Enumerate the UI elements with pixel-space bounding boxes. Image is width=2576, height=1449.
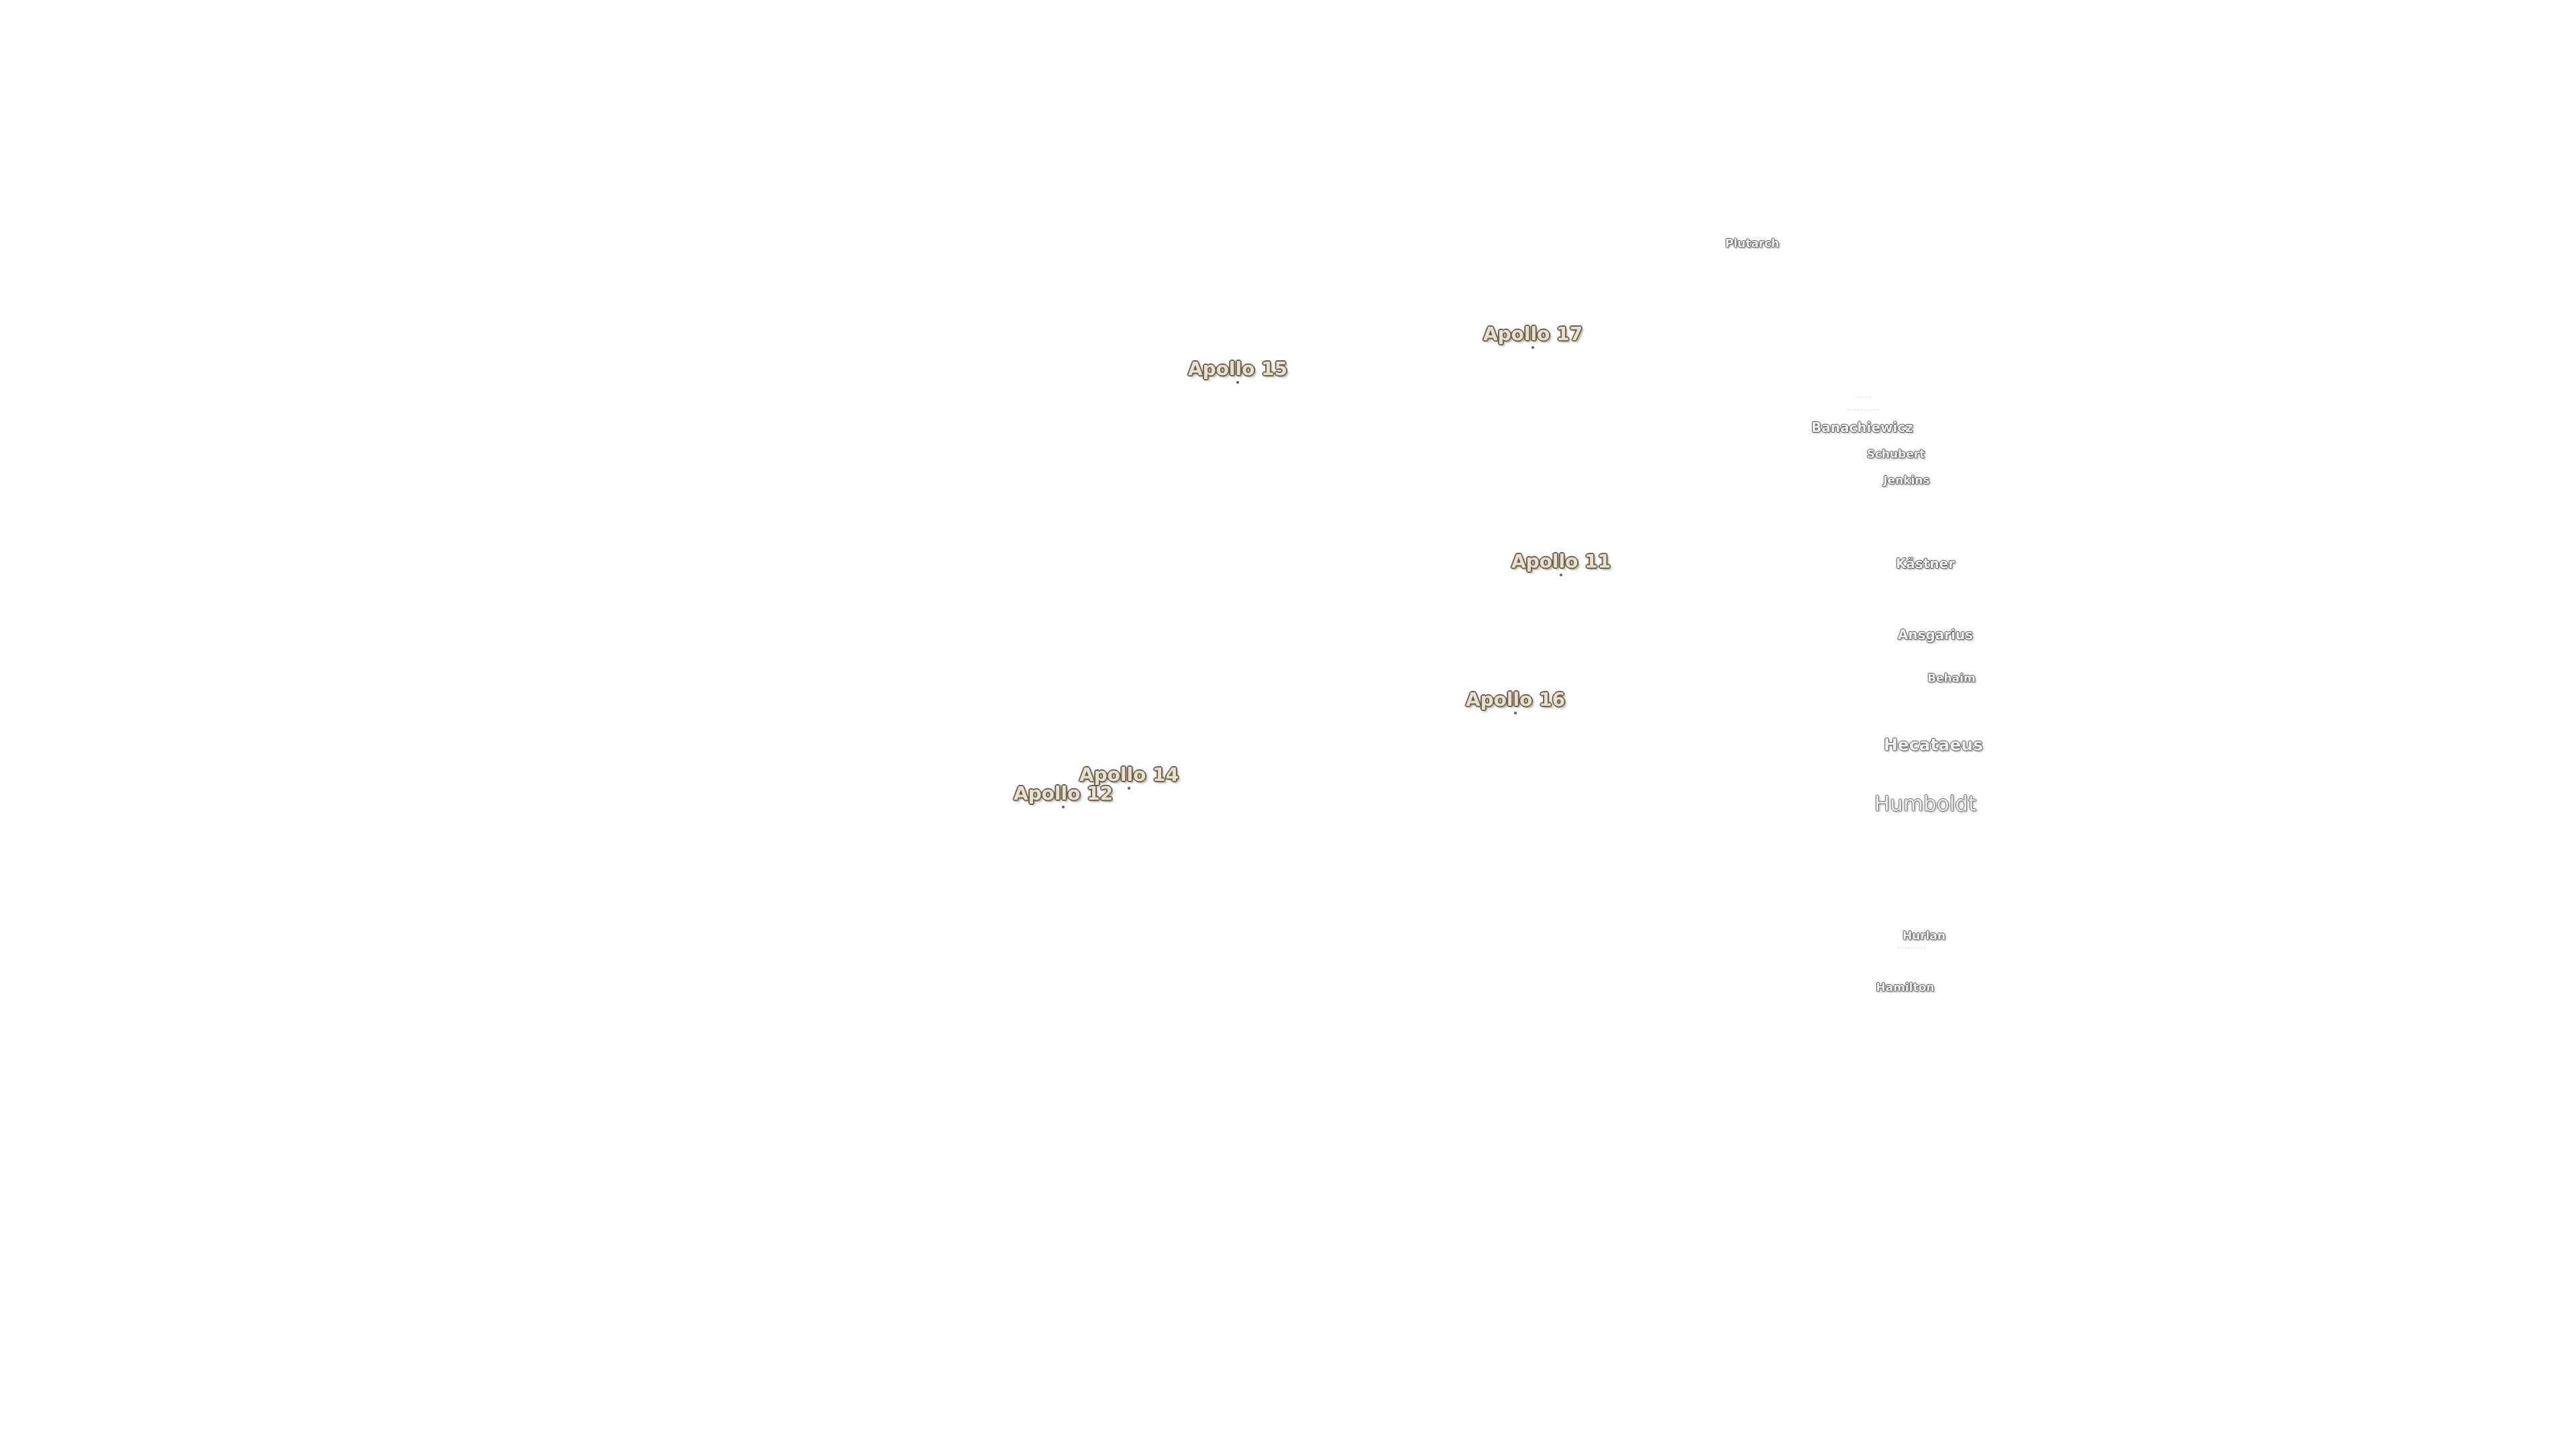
crater-label-jenkins[interactable]: Jenkins	[1883, 474, 1930, 488]
faint-label-1: ·····	[1856, 391, 1872, 404]
apollo-14-marker[interactable]	[1128, 787, 1130, 790]
apollo-11-label[interactable]: Apollo 11	[1511, 550, 1611, 572]
apollo-16-label[interactable]: Apollo 16	[1465, 688, 1566, 710]
apollo-16-marker[interactable]	[1514, 712, 1517, 714]
crater-label-humboldt[interactable]: Humboldt	[1874, 792, 1977, 816]
apollo-12-label[interactable]: Apollo 12	[1013, 782, 1114, 804]
crater-label-banachiewicz[interactable]: Banachiewicz	[1811, 419, 1913, 435]
crater-label-behaim[interactable]: Behaim	[1927, 672, 1976, 686]
apollo-17-marker[interactable]	[1532, 346, 1534, 349]
crater-label-hamilton[interactable]: Hamilton	[1876, 981, 1935, 995]
crater-label-schubert[interactable]: Schubert	[1866, 447, 1925, 462]
apollo-15-label[interactable]: Apollo 15	[1187, 358, 1288, 380]
crater-label-kastner[interactable]: Kästner	[1895, 555, 1955, 572]
apollo-15-marker[interactable]	[1236, 381, 1239, 384]
crater-label-ansgarius[interactable]: Ansgarius	[1897, 627, 1974, 643]
apollo-17-label[interactable]: Apollo 17	[1483, 323, 1583, 345]
apollo-14-label[interactable]: Apollo 14	[1079, 763, 1179, 786]
apollo-12-marker[interactable]	[1062, 806, 1065, 808]
crater-label-hecataeus[interactable]: Hecataeus	[1883, 735, 1984, 755]
faint-label-2: ··········	[1847, 404, 1880, 417]
apollo-11-marker[interactable]	[1560, 574, 1562, 576]
crater-label-hurlan[interactable]: Hurlan	[1902, 929, 1946, 943]
crater-label-plutarch[interactable]: Plutarch	[1725, 237, 1780, 251]
faint-label-3: ·········	[1897, 942, 1927, 955]
